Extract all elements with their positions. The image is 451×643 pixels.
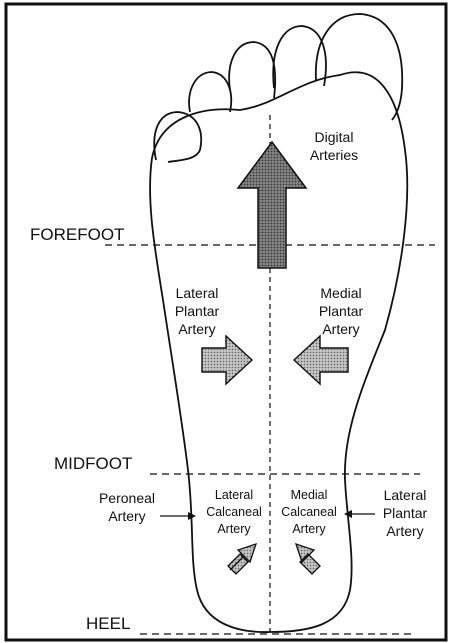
fourth-toe (189, 72, 231, 112)
second-toe (273, 26, 326, 88)
digital-label-1: Digital (315, 129, 354, 145)
figure-border (6, 4, 446, 640)
peroneal-label-2: Artery (108, 508, 145, 524)
lateral-plantar-outer-label-3: Artery (386, 523, 423, 539)
lateral-calcaneal-arrow (228, 544, 256, 574)
lateral-calcaneal-label-3: Artery (217, 522, 251, 536)
forefoot-label: FOREFOOT (30, 225, 124, 244)
medial-calcaneal-label-1: Medial (291, 488, 328, 502)
digital-arteries-arrow (238, 142, 306, 268)
medial-calcaneal-label-2: Calcaneal (281, 505, 337, 519)
lateral-plantar-label-1: Lateral (176, 285, 219, 301)
lateral-plantar-label-2: Plantar (175, 303, 220, 319)
medial-calcaneal-label-3: Artery (292, 522, 326, 536)
medial-plantar-label-2: Plantar (319, 303, 364, 319)
lateral-plantar-outer-label-1: Lateral (384, 487, 427, 503)
lateral-plantar-arrow (202, 336, 252, 384)
lateral-plantar-outer-label-2: Plantar (383, 505, 428, 521)
medial-plantar-label-1: Medial (320, 285, 361, 301)
medial-plantar-label-3: Artery (322, 321, 359, 337)
medial-calcaneal-arrow (296, 544, 320, 574)
big-toe (316, 14, 402, 120)
lateral-calcaneal-label-1: Lateral (215, 488, 253, 502)
peroneal-label-1: Peroneal (99, 490, 155, 506)
lateral-plantar-label-3: Artery (178, 321, 215, 337)
medial-plantar-arrow (294, 336, 348, 384)
heel-label: HEEL (86, 614, 130, 633)
lateral-calcaneal-label-2: Calcaneal (206, 505, 262, 519)
digital-label-2: Arteries (310, 147, 358, 163)
midfoot-label: MIDFOOT (54, 454, 132, 473)
third-toe (229, 42, 275, 98)
